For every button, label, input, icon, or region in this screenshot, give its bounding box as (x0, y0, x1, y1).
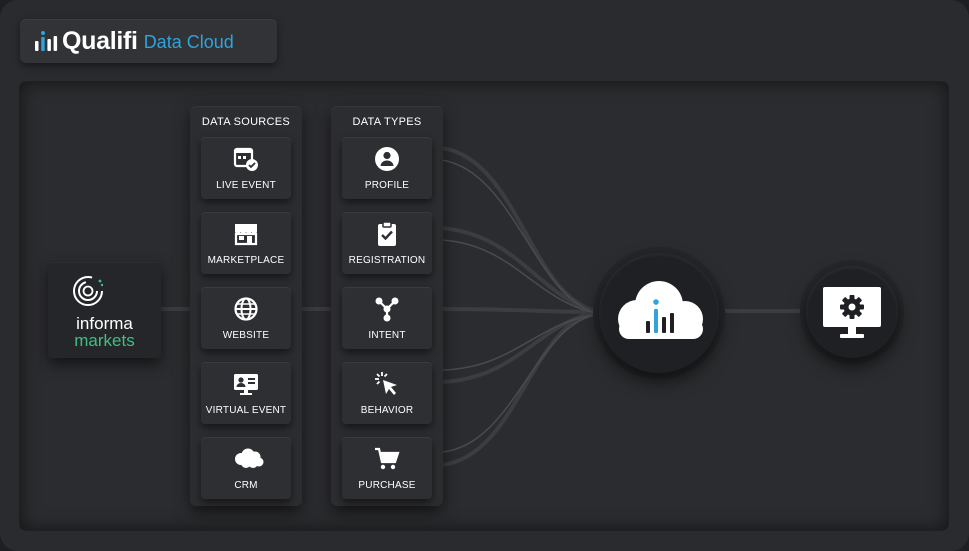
type-label: PROFILE (364, 180, 410, 191)
informa-word: informa (76, 314, 133, 333)
source-card-live-event: LIVE EVENT (201, 137, 291, 199)
flow-line (440, 310, 602, 467)
clipboard-check-icon (378, 221, 396, 246)
type-label: PURCHASE (358, 480, 416, 491)
source-label: VIRTUAL EVENT (205, 405, 287, 416)
type-label: BEHAVIOR (360, 405, 414, 416)
markets-word: markets (74, 331, 135, 350)
data-types-title: DATA TYPES (352, 116, 422, 128)
storefront-icon (234, 224, 258, 246)
output-platform (806, 266, 898, 358)
globe-icon (234, 297, 258, 321)
qualifi-cloud-icon (618, 281, 703, 339)
informa-markets-source: informa markets (48, 262, 161, 358)
data-sources-title: DATA SOURCES (201, 116, 291, 128)
source-card-website: WEBSITE (201, 287, 291, 349)
type-card-registration: REGISTRATION (342, 212, 432, 274)
flow-line (440, 226, 602, 314)
brand-subtitle: Data Cloud (143, 32, 234, 52)
virtual-event-icon (234, 374, 258, 395)
type-card-behavior: BEHAVIOR (342, 362, 432, 424)
brand-logo: Qualifi Data Cloud (20, 19, 277, 63)
source-label: MARKETPLACE (207, 255, 285, 266)
brand-name: Qualifi (62, 26, 138, 55)
type-label: INTENT (368, 330, 406, 341)
source-label: WEBSITE (222, 330, 270, 341)
qualifi-cloud-hub (599, 253, 719, 373)
source-card-marketplace: MARKETPLACE (201, 212, 291, 274)
flow-line (440, 146, 602, 314)
data-types-column: DATA TYPES PROFILE REGISTRATION (331, 106, 443, 506)
network-nodes-icon (375, 297, 399, 322)
cursor-click-icon (375, 372, 397, 395)
source-card-crm: CRM (201, 437, 291, 499)
source-card-virtual-event: VIRTUAL EVENT (201, 362, 291, 424)
live-event-icon (233, 147, 258, 171)
source-label: LIVE EVENT (216, 180, 276, 191)
shopping-cart-icon (375, 447, 400, 470)
profile-icon (375, 147, 399, 171)
monitor-gear-icon (823, 287, 881, 338)
salesforce-cloud-icon (235, 448, 264, 468)
type-card-purchase: PURCHASE (342, 437, 432, 499)
type-label: REGISTRATION (348, 255, 426, 266)
flow-line (440, 307, 602, 314)
type-card-intent: INTENT (342, 287, 432, 349)
source-label: CRM (234, 480, 258, 491)
qualifi-bars-icon (35, 31, 58, 51)
informa-logo-icon (73, 276, 104, 306)
type-card-profile: PROFILE (342, 137, 432, 199)
diagram-panel (20, 82, 948, 530)
data-sources-column: DATA SOURCES LIVE EVENT MARKETPLACE (190, 106, 302, 506)
